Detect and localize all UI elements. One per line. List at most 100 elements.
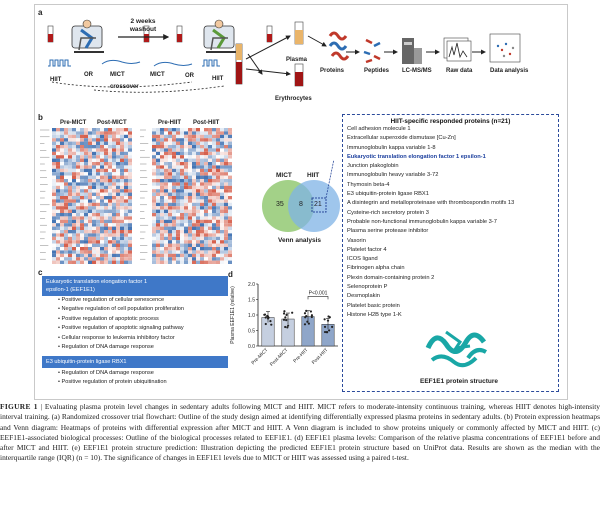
- peptides-label: Peptides: [364, 68, 390, 74]
- protein-list-item: Probable non-functional immunoglobulin k…: [347, 218, 497, 225]
- data-point: [326, 319, 330, 322]
- data-point: [303, 312, 307, 315]
- data-point: [310, 314, 314, 317]
- protein-list-item: ICOS ligand: [347, 256, 378, 263]
- venn-mict-label: MICT: [276, 172, 292, 179]
- data-point: [269, 320, 272, 323]
- protein-structure-graphic: [425, 330, 488, 368]
- erythrocytes-label: Erythrocytes: [275, 96, 312, 102]
- data-point: [284, 316, 287, 319]
- protein-list-item: Plexin domain-containing protein 2: [347, 274, 435, 281]
- data-point: [323, 330, 327, 334]
- lcms-label: LC-MS/MS: [402, 68, 432, 74]
- washout-label: 2 weeks washout: [129, 18, 157, 33]
- protein-list-item: Platelet basic protein: [347, 302, 400, 309]
- x-tick-label: Post-HIIT: [311, 347, 330, 366]
- or-label-2: OR: [185, 73, 194, 79]
- data-point: [286, 326, 289, 329]
- data-point: [331, 325, 334, 329]
- data-point: [323, 325, 327, 328]
- data-point: [285, 313, 288, 316]
- x-tick-label: Pre-HIIT: [292, 347, 309, 364]
- protein-list-item: Fibrinogen alpha chain: [347, 265, 405, 272]
- protein-list-item: Histone H2B type 1-K: [347, 311, 402, 318]
- data-point: [282, 312, 286, 315]
- raw-data-icon: [443, 37, 472, 62]
- y-axis-label: Plasma EEF1E1 (relative): [230, 286, 236, 344]
- rbx1-box: E3 ubiquitin-protein ligase RBX1: [42, 356, 228, 368]
- hiit-label-1: HIIT: [50, 77, 62, 83]
- pre-mict-label: Pre-MICT: [60, 120, 87, 126]
- eef1e1-process-list: • Positive regulation of cellular senesc…: [58, 296, 184, 352]
- process-item: • Regulation of DNA damage response: [58, 344, 154, 351]
- venn-title: Venn analysis: [278, 237, 321, 244]
- heatmap-hiit: [140, 128, 232, 264]
- venn-diagram: [262, 160, 340, 232]
- process-item: • Positive regulation of apoptotic proce…: [58, 315, 159, 322]
- peptide-icon: [363, 38, 381, 64]
- data-point: [263, 313, 267, 316]
- data-point: [306, 320, 309, 323]
- protein-list-item: Vasorin: [347, 237, 366, 244]
- data-point: [303, 323, 307, 326]
- process-item: • Positive regulation of cellular senesc…: [58, 297, 165, 303]
- data-point: [287, 324, 290, 327]
- data-point: [284, 325, 287, 329]
- data-point: [305, 309, 308, 312]
- data-point: [309, 310, 313, 313]
- cyclist-icon-2: [203, 19, 236, 53]
- cyclist-icon-1: [71, 19, 104, 53]
- venn-hiit-label: HIIT: [307, 172, 320, 179]
- venn-mict-count: 35: [276, 201, 284, 208]
- protein-list-item: Immunoglobulin kappa variable 1-8: [347, 144, 436, 151]
- protein-list-title: HIIT-specific responded proteins (n=21): [390, 118, 511, 125]
- figure-number: FIGURE 1: [0, 402, 38, 411]
- proteins-label: Proteins: [320, 68, 345, 74]
- rbx1-process-list: • Regulation of DNA damage response • Pos…: [58, 369, 167, 388]
- y-tick-label: 2.0: [248, 282, 255, 288]
- venn-hiit-count: 21: [314, 201, 322, 208]
- y-tick-label: 0.0: [248, 344, 255, 350]
- process-item: • Positive regulation of apoptotic signa…: [58, 325, 184, 332]
- data-point: [283, 310, 286, 313]
- significance-label: P<0.001: [309, 290, 328, 296]
- or-label-1: OR: [84, 72, 93, 78]
- process-item: • Cellular response to leukemia inhibito…: [58, 334, 175, 341]
- protein-icon: [328, 31, 350, 61]
- venn-shared-count: 8: [299, 201, 303, 208]
- structure-title: EEF1E1 protein structure: [420, 378, 499, 385]
- blood-tube-icons: [47, 21, 304, 87]
- protein-list-item: Cell adhesion molecule 1: [347, 126, 411, 132]
- protein-list-item: E3 ubiquitin-protein ligase RBX1: [347, 191, 429, 198]
- protein-list-item: Platelet factor 4: [347, 246, 387, 253]
- protein-list-item: Desmoplakin: [347, 293, 380, 300]
- data-point: [282, 318, 286, 321]
- protein-list-item: A disintegrin and metalloproteinase with…: [347, 200, 515, 207]
- process-item: • Regulation of DNA damage response: [58, 370, 154, 376]
- protein-list-item: Eukaryotic translation elongation factor…: [347, 153, 486, 160]
- y-tick-label: 1.5: [248, 298, 255, 304]
- panel-label-a: a: [38, 8, 43, 17]
- data-point: [291, 311, 294, 314]
- data-analysis-icon: [489, 33, 521, 63]
- panel-label-d: d: [228, 270, 233, 279]
- data-point: [266, 317, 270, 320]
- post-mict-label: Post-MICT: [97, 120, 127, 126]
- hiit-label-2: HIIT: [212, 76, 224, 82]
- post-hiit-label: Post-HIIT: [193, 120, 220, 126]
- hiit-protein-list: HIIT-specific responded proteins (n=21) …: [342, 114, 559, 392]
- process-item: • Positive regulation of protein ubiquit…: [58, 379, 167, 386]
- data-point: [264, 322, 267, 326]
- data-point: [328, 329, 331, 332]
- protein-list-item: Thymosin beta-4: [347, 181, 390, 188]
- protein-list-item: Plasma serine protease inhibitor: [347, 228, 429, 235]
- protein-list-item: Selenoprotein P: [347, 284, 388, 291]
- panel-label-c: c: [38, 268, 43, 277]
- protein-list-item: Junction plakoglobin: [347, 163, 399, 170]
- data-point: [327, 315, 330, 318]
- process-item: • Negative regulation of cell population…: [58, 306, 185, 313]
- significance-bracket: [307, 296, 329, 300]
- flowchart-graphic: [47, 19, 521, 93]
